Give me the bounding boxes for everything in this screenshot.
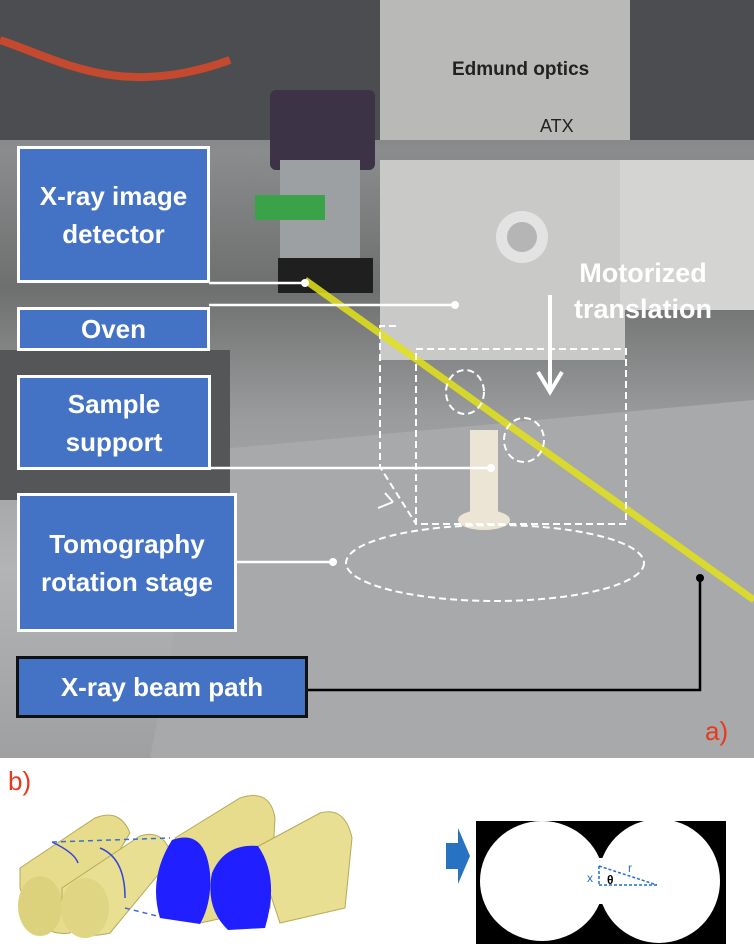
connector — [255, 195, 325, 220]
detector-window — [278, 258, 373, 293]
photo-drawing: Edmund optics ATX — [0, 0, 754, 758]
projection-line — [51, 837, 171, 843]
panel-a-tag: a) — [705, 716, 729, 746]
dot — [487, 464, 495, 472]
symbol-theta: θ — [607, 873, 614, 887]
label-motorized-translation: Motorized translation — [573, 258, 713, 324]
detector-head — [270, 90, 375, 170]
oven-body — [380, 160, 625, 360]
dot — [451, 301, 459, 309]
rotation-arrow-icon — [377, 492, 394, 509]
bg-right — [620, 160, 754, 310]
panel-b-tag: b) — [8, 766, 32, 796]
panel-b-figure: x r θ — [18, 795, 726, 944]
label-sample-support: Sample support — [17, 375, 211, 470]
rotation-path — [345, 524, 645, 602]
sample-3d-render — [18, 814, 173, 938]
atx-mark: ATX — [540, 116, 574, 136]
dashed-projection-left — [379, 325, 417, 525]
label-beam-path: X-ray beam path — [16, 656, 308, 718]
dot — [696, 574, 704, 582]
binary-cross-section: x r θ — [476, 819, 726, 944]
translation-stage — [380, 0, 630, 140]
bg-machinery — [0, 0, 754, 140]
sample-circle-2 — [503, 417, 545, 463]
leader-beam — [307, 578, 702, 692]
right-arrow-icon — [446, 828, 470, 884]
sample-support-base — [458, 510, 510, 530]
sample-cross-section — [156, 795, 353, 930]
edmund-optics-logo: Edmund optics — [452, 59, 589, 80]
dot — [329, 558, 337, 566]
sample-circle-1 — [445, 369, 485, 415]
symbol-r: r — [628, 861, 632, 875]
label-rotation-stage: Tomography rotation stage — [17, 493, 237, 632]
symbol-x: x — [587, 871, 593, 885]
oven-port-hole — [507, 222, 537, 252]
arrow-head-icon — [536, 370, 564, 396]
label-detector: X-ray image detector — [17, 146, 210, 283]
photo-experimental-setup: Edmund optics ATX — [0, 0, 754, 758]
sample-support-rod — [470, 430, 498, 520]
dashed-zoom-box — [415, 348, 627, 525]
projection-line — [124, 907, 166, 919]
cable — [0, 36, 232, 82]
label-oven: Oven — [17, 307, 210, 351]
dot — [301, 279, 309, 287]
